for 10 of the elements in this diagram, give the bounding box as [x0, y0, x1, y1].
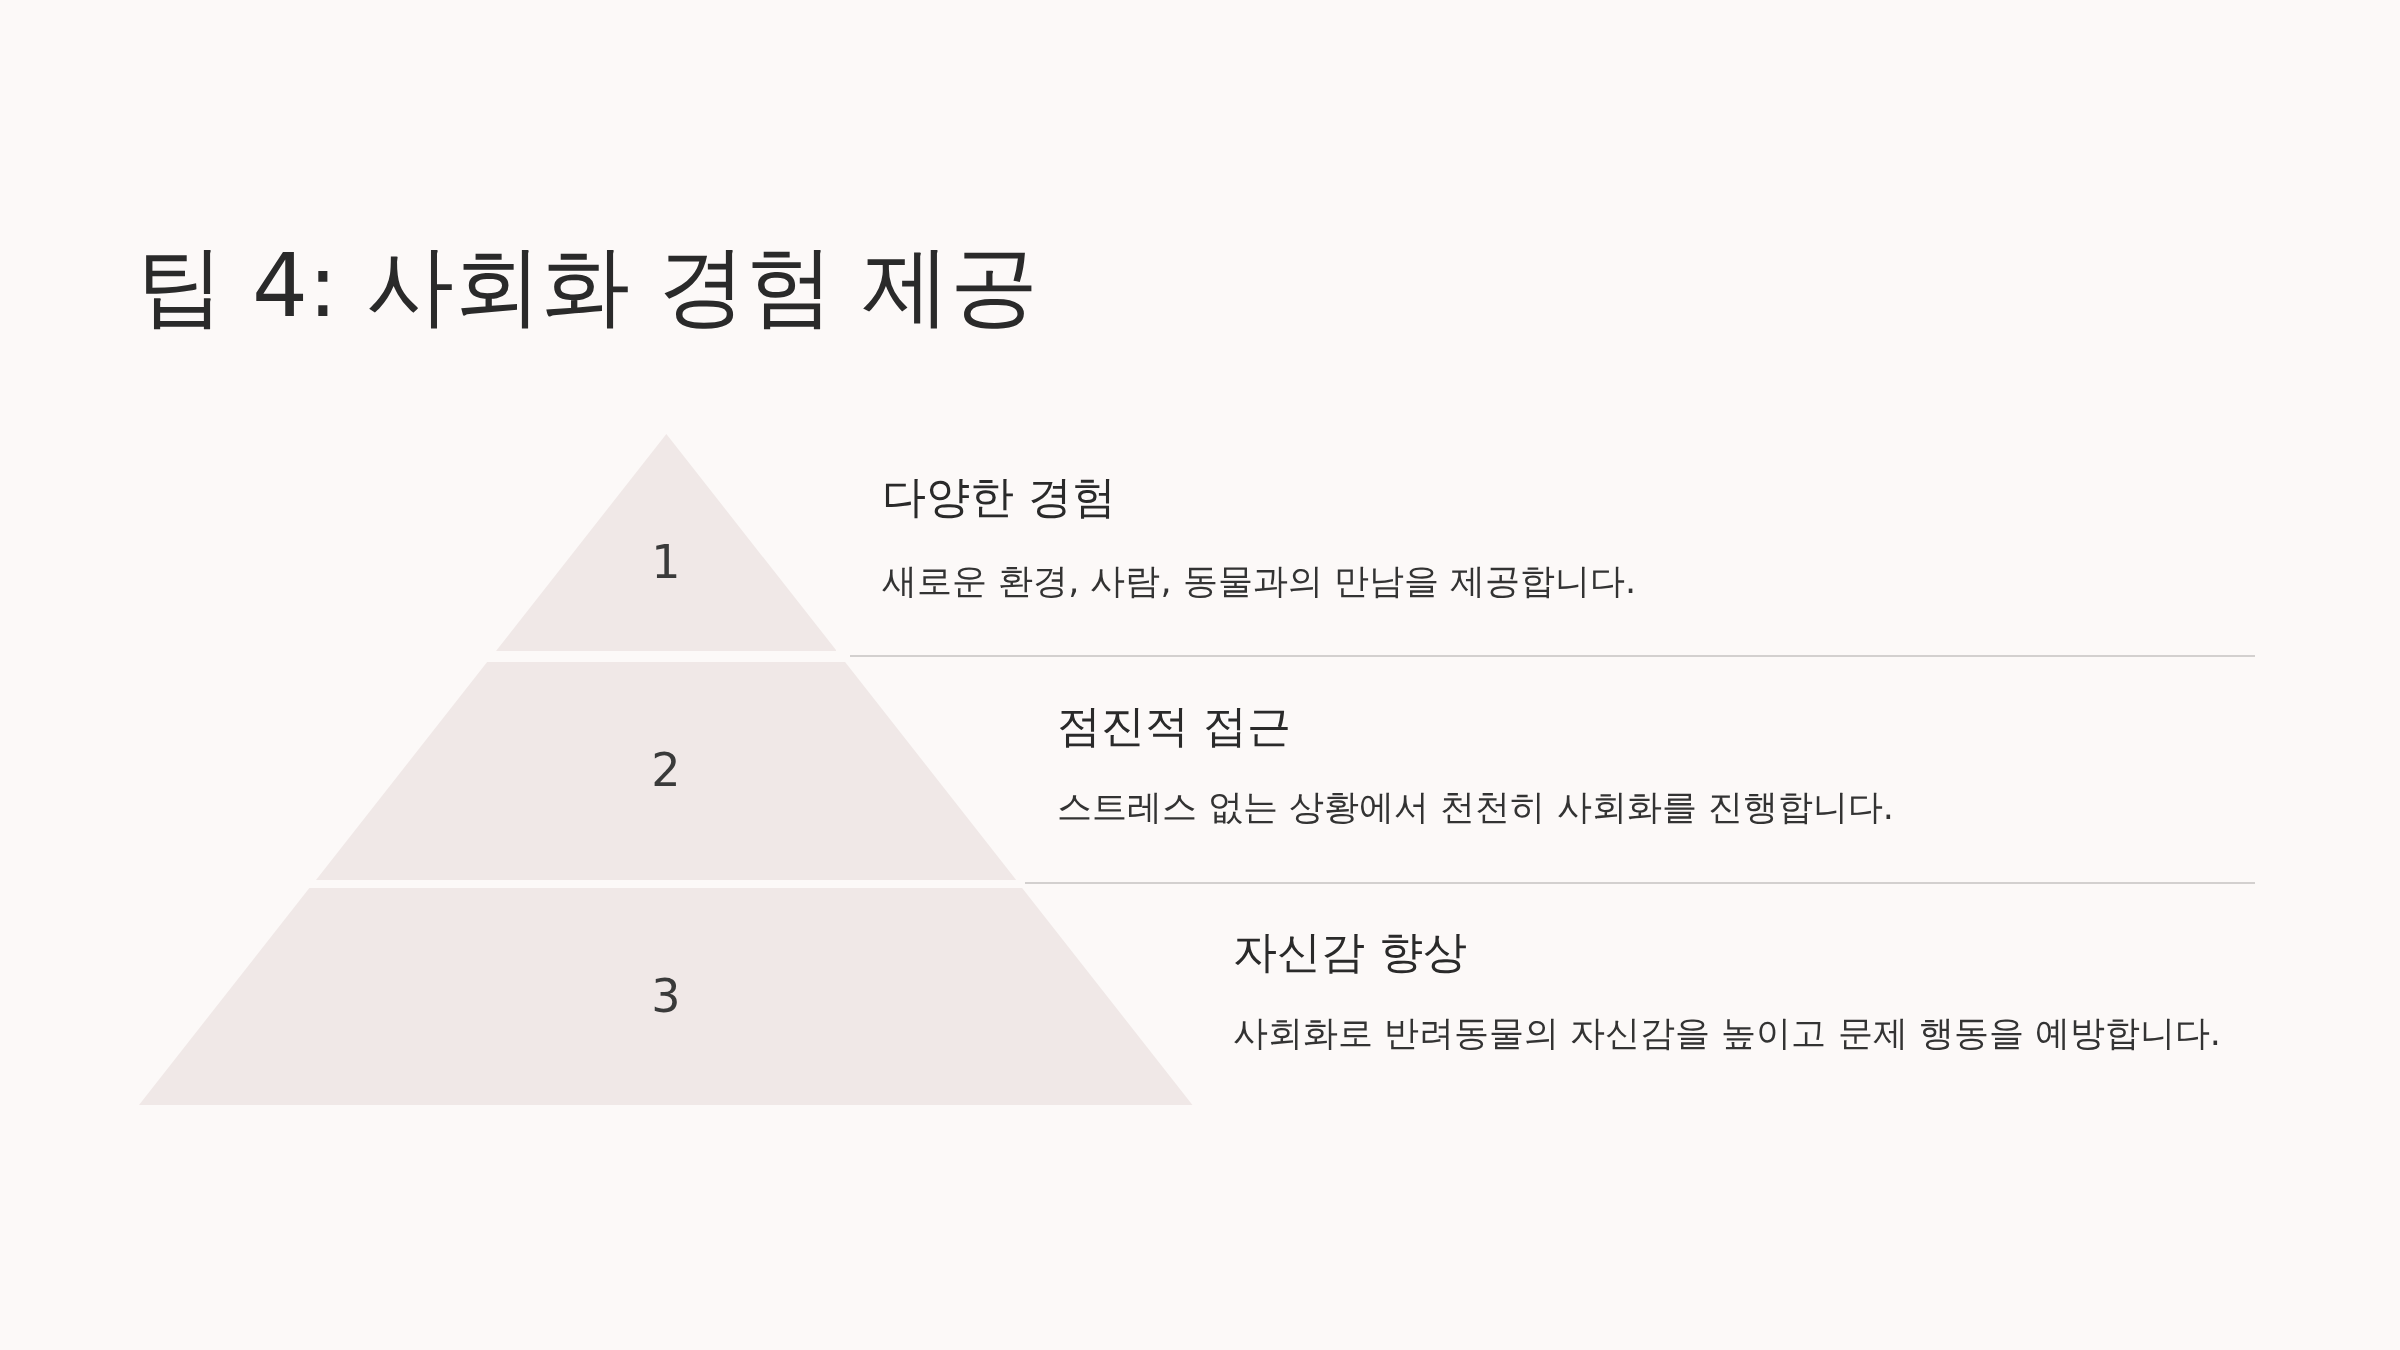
- layer-number: 2: [651, 743, 681, 797]
- step-heading: 자신감 향상: [1233, 925, 1467, 979]
- step-heading: 점진적 접근: [1057, 699, 1291, 753]
- step-heading: 다양한 경험: [882, 470, 1116, 524]
- step-description: 스트레스 없는 상황에서 천천히 사회화를 진행합니다.: [1057, 786, 1894, 829]
- layer-number: 1: [651, 534, 681, 589]
- step-description: 새로운 환경, 사람, 동물과의 만남을 제공합니다.: [882, 560, 1636, 603]
- slide-title: 팁 4: 사회화 경험 제공: [136, 238, 1038, 335]
- layer-number: 3: [651, 968, 681, 1023]
- step-description: 사회화로 반려동물의 자신감을 높이고 문제 행동을 예방합니다.: [1233, 1012, 2221, 1055]
